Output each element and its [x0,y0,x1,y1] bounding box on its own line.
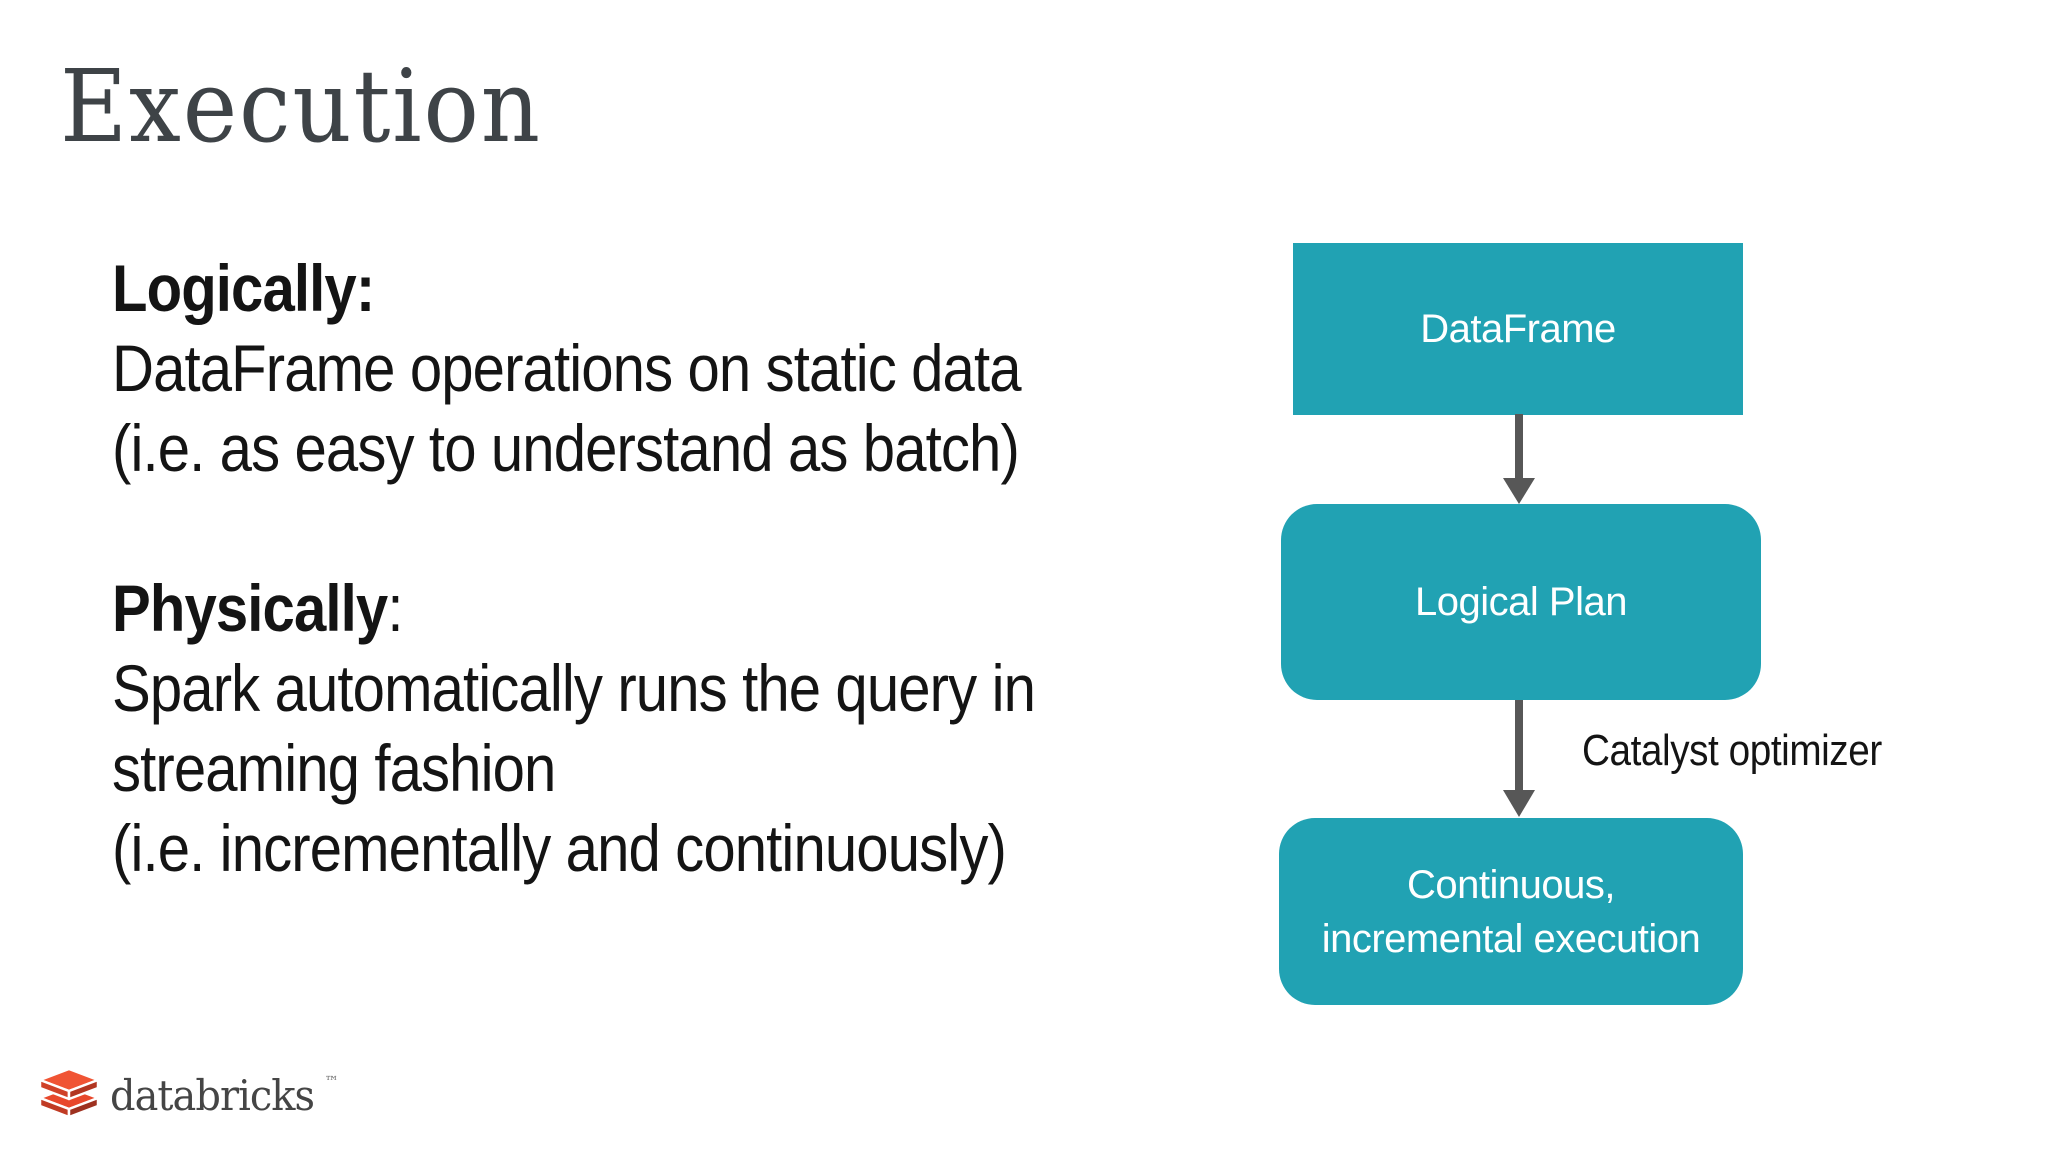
paragraph-physically: Physically: Spark automatically runs the… [112,568,1036,888]
body-line: streaming fashion [112,731,556,805]
arrow-down-icon [1503,700,1535,817]
databricks-logo-icon [38,1068,100,1119]
heading-line: Physically: [112,568,1035,648]
trademark-symbol: ™ [324,1074,339,1090]
body-line: (i.e. incrementally and continuously) [112,811,1007,885]
heading-logically: Logically: [112,251,375,325]
edge-label-catalyst-optimizer: Catalyst optimizer [1582,726,1882,775]
heading-physically-colon: : [387,571,403,645]
arrow-down-icon [1503,414,1535,504]
paragraph-logically: Logically: DataFrame operations on stati… [112,248,1035,488]
databricks-wordmark: databricks [110,1070,315,1120]
databricks-logo: databricks ™ [36,1068,339,1122]
body-line: (i.e. as easy to understand as batch) [112,411,1020,485]
node-label-line: incremental execution [1321,916,1701,961]
node-continuous-incremental-execution: Continuous, incremental execution [1279,818,1743,1005]
body-text: Logically: DataFrame operations on stati… [112,248,1036,888]
node-label-line: Continuous, [1407,862,1615,907]
body-line: DataFrame operations on static data [112,331,1022,405]
body-line: Spark automatically runs the query in [112,651,1036,725]
blank-line [112,488,1035,568]
heading-line: Logically: [112,248,1035,328]
page-title: Execution [60,48,542,165]
node-dataframe: DataFrame [1293,243,1743,415]
heading-physically: Physically [112,571,388,645]
node-logical-plan: Logical Plan [1281,504,1761,700]
